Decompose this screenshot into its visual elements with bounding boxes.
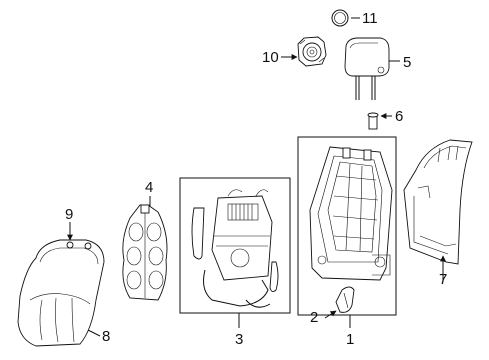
callout-4: 4 — [145, 179, 153, 196]
part-3-group-box — [179, 177, 291, 314]
part-5-headrest — [344, 37, 390, 100]
part-6-guide-sleeve — [367, 112, 379, 130]
part-1-group-box — [297, 136, 397, 316]
part-7-back-panel — [403, 139, 473, 265]
leader-8 — [87, 329, 101, 337]
callout-7: 7 — [439, 271, 447, 288]
callout-10: 10 — [262, 49, 279, 66]
callout-1: 1 — [346, 331, 354, 348]
part-8-seatback-cover — [17, 239, 105, 347]
part-2-recliner-handle — [335, 286, 355, 313]
callout-11: 11 — [362, 10, 378, 27]
callout-9: 9 — [65, 206, 73, 223]
callout-6: 6 — [395, 108, 403, 125]
callout-8: 8 — [102, 328, 110, 345]
callout-2: 2 — [310, 309, 318, 326]
leader-2 — [324, 310, 337, 319]
callout-3: 3 — [235, 331, 243, 348]
part-3-lumbar-support — [191, 189, 279, 308]
part-4-harness — [122, 204, 168, 301]
part-11-o-ring — [331, 9, 349, 27]
part-10-headrest-guide — [297, 36, 327, 67]
part-1-seatback-frame — [309, 146, 393, 281]
part-9-clip — [66, 241, 92, 250]
callout-5: 5 — [403, 54, 411, 71]
